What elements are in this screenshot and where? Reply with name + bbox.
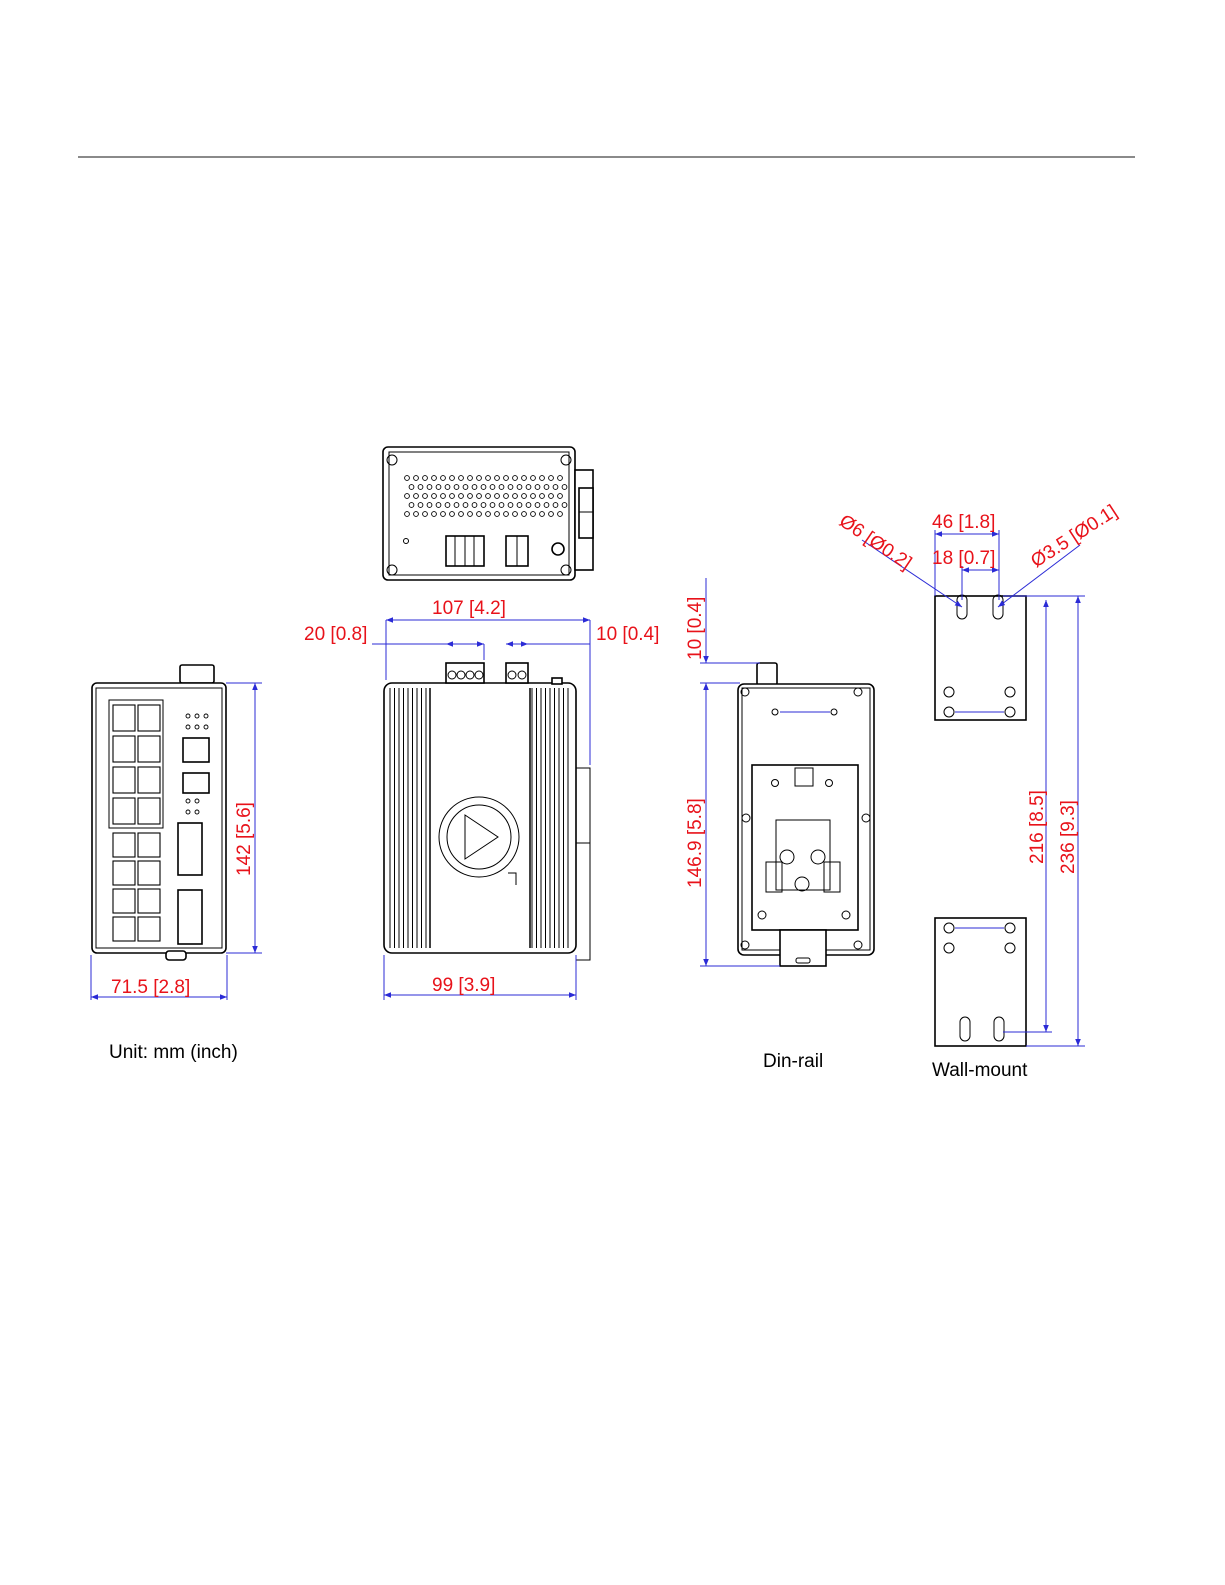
dim-wall-slot: 18 [0.7] [932,548,995,569]
dim-top-width: 107 [4.2] [432,598,506,619]
din-rail-caption: Din-rail [763,1051,823,1072]
dim-left-offset: 20 [0.8] [304,624,367,645]
dim-wall-height-inner: 216 [8.5] [1027,790,1048,864]
unit-caption: Unit: mm (inch) [109,1042,238,1063]
side-view [384,663,590,960]
top-view [383,447,593,580]
dim-front-height: 142 [5.6] [234,802,255,876]
wall-mount-caption: Wall-mount [932,1060,1028,1081]
dim-right-offset: 10 [0.4] [596,624,659,645]
dim-wall-hole-small: Ø3.5 [Ø0.1] [1027,501,1121,572]
dim-wall-width: 46 [1.8] [932,512,995,533]
dim-wall-hole-large: Ø6 [Ø0.2] [835,511,915,574]
dim-din-clip: 10 [0.4] [685,597,706,660]
dim-front-width: 71.5 [2.8] [111,977,190,998]
front-view [92,665,226,960]
din-rail-view [738,663,874,966]
dim-wall-height-outer: 236 [9.3] [1058,800,1079,874]
dim-din-height: 146.9 [5.8] [685,798,706,888]
dim-side-depth: 99 [3.9] [432,975,495,996]
wall-mount-view [935,595,1026,1046]
